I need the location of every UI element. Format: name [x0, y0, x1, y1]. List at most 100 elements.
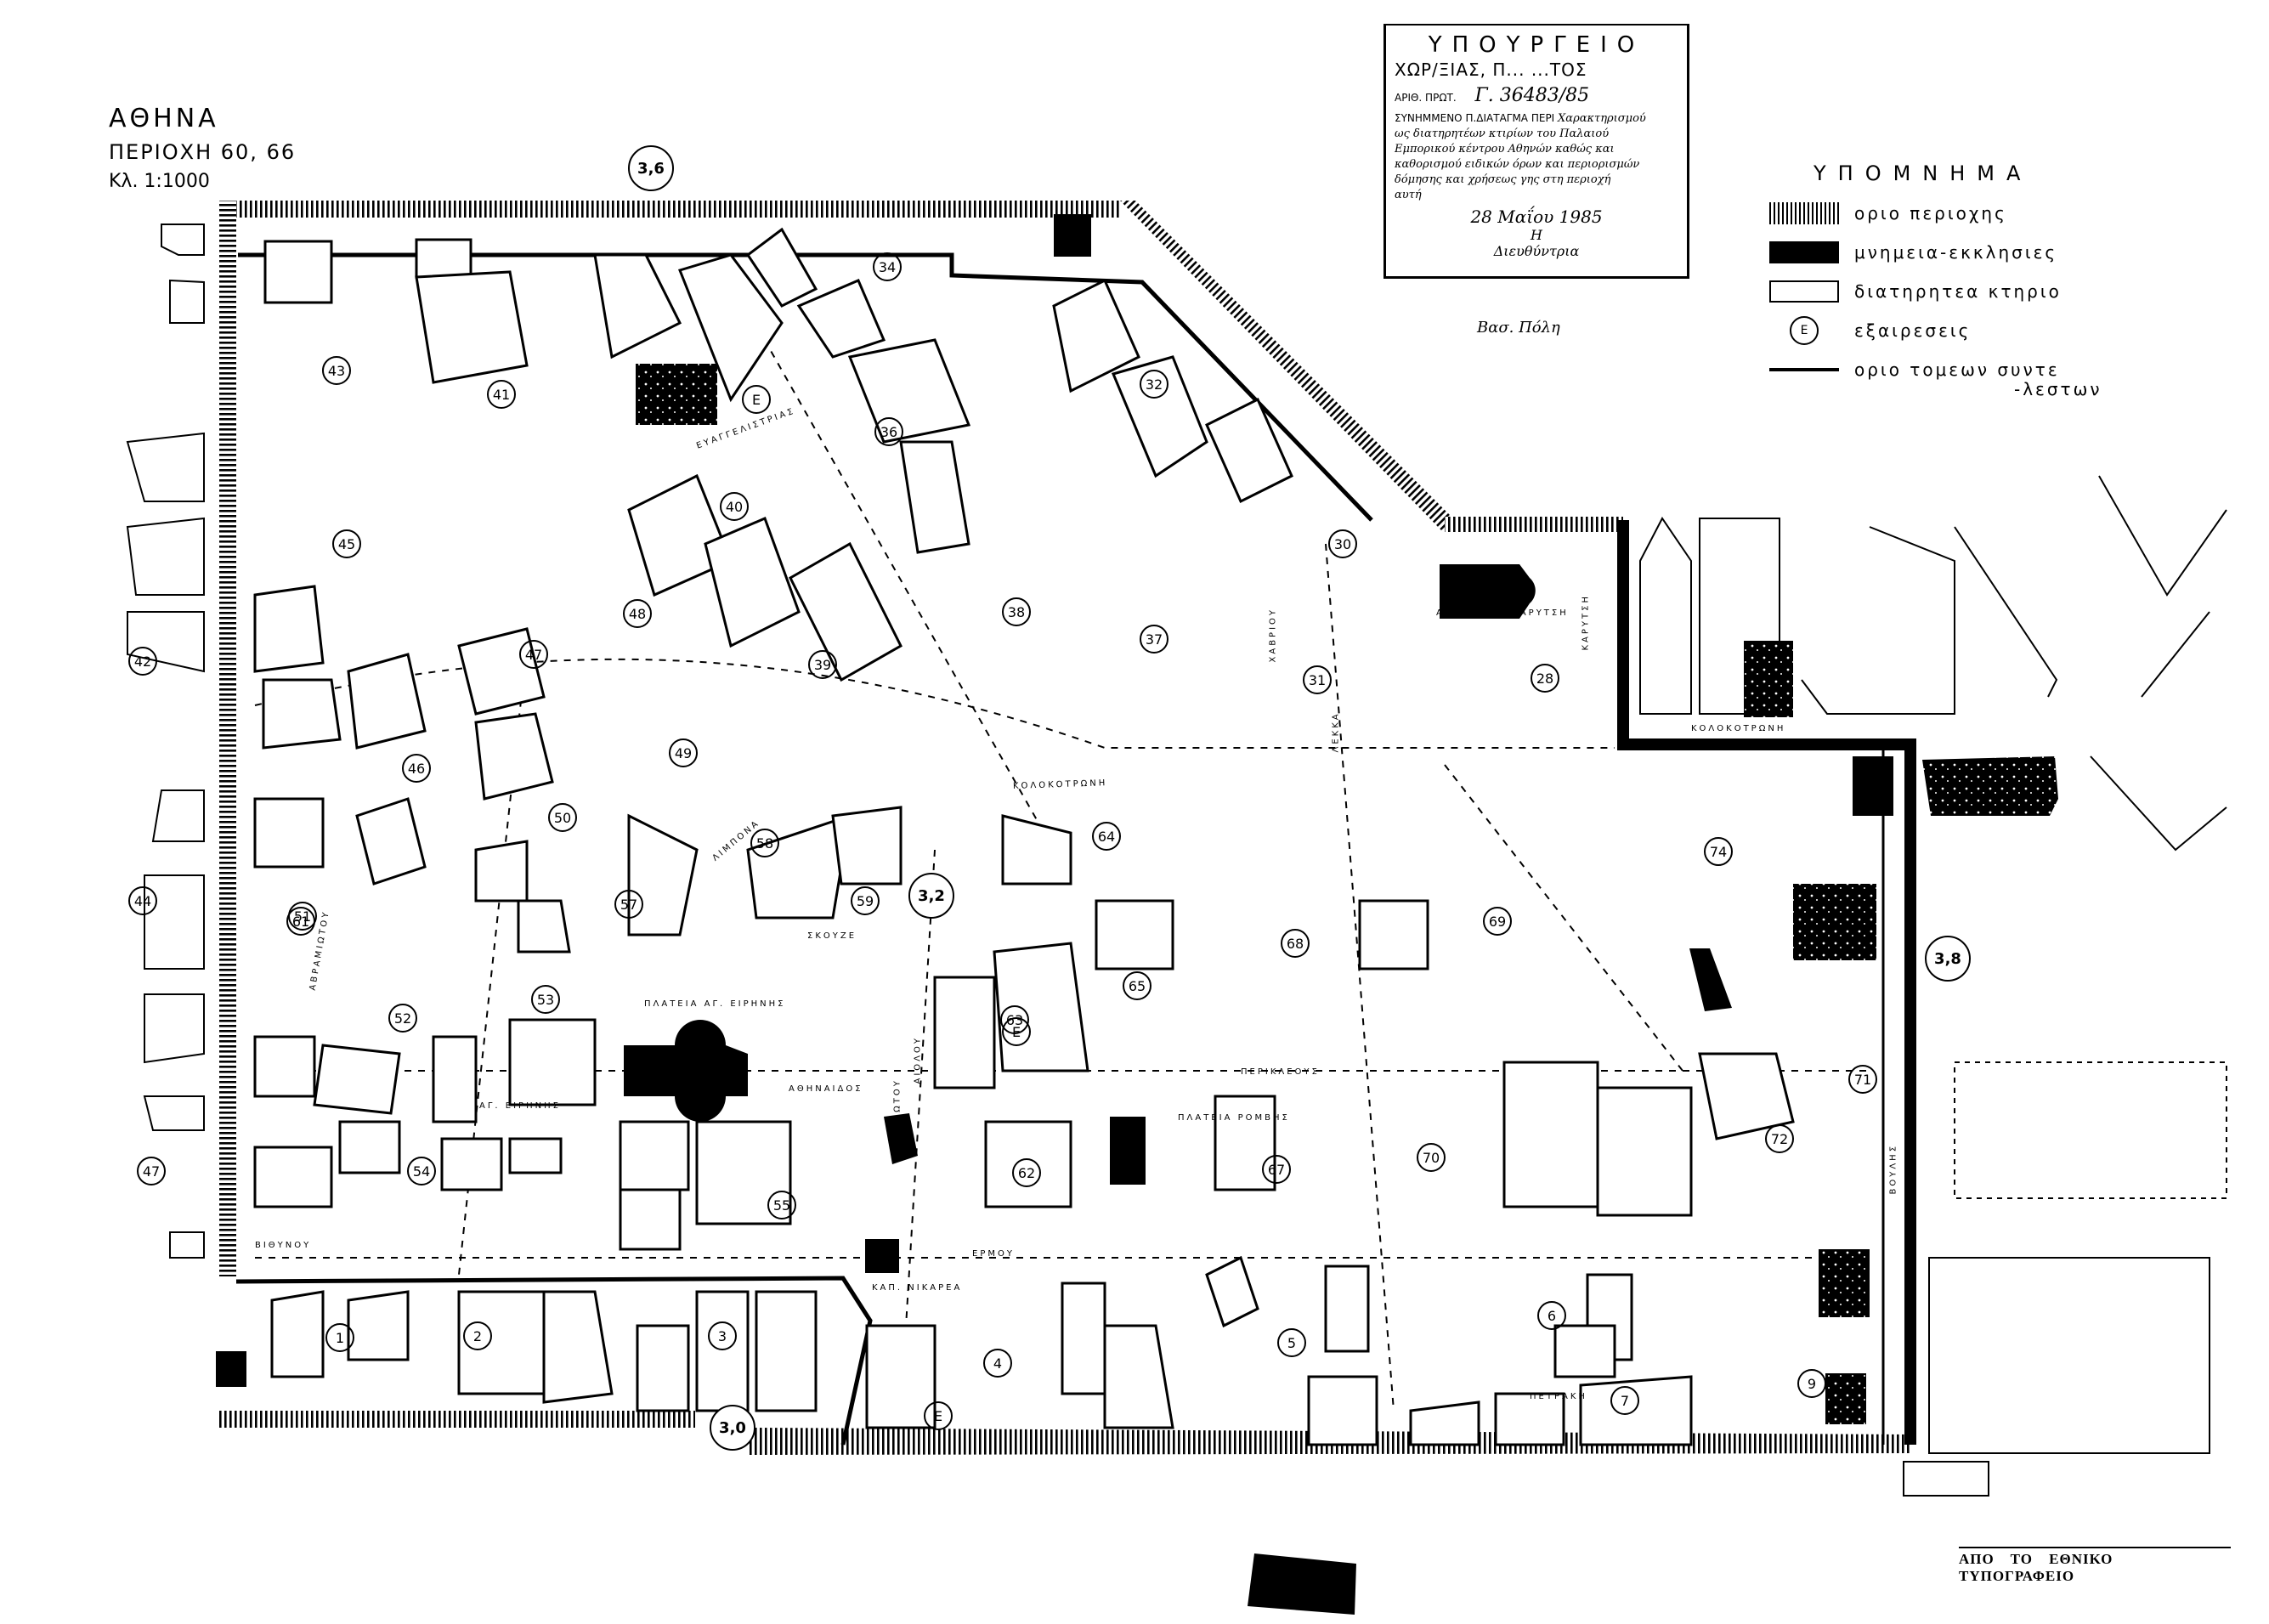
- stamp-signature-prefix: Η: [1531, 227, 1542, 243]
- stamp-signature-title: Διευθύντρια: [1493, 243, 1580, 259]
- block-number: 52: [388, 1004, 417, 1033]
- block-number: 54: [407, 1157, 436, 1185]
- stamp-protocol-label: ΑΡΙΘ. ΠΡΩΤ.: [1395, 92, 1457, 104]
- street-label: ΚΟΛΟΚΟΤΡΩΝΗ: [1691, 724, 1786, 733]
- street-label: ΚΑΛΑΜΙΩΤΟΥ: [892, 1078, 903, 1161]
- monuments-churches: [216, 214, 2058, 1615]
- block-number: 67: [1262, 1155, 1291, 1184]
- outside-blocks-west: [126, 224, 205, 1259]
- street-label: ΠΛΑΤΕΙΑ ΑΓ. ΕΙΡΗΝΗΣ: [644, 999, 786, 1009]
- exception-marker: Ε: [1002, 1017, 1031, 1046]
- outside-blocks-east: [1639, 475, 2227, 1497]
- legend-item-preserved: διατηρητεα κτηριο: [1769, 272, 2102, 311]
- street-label: ΑΓ. ΕΙΡΗΝΗΣ: [479, 1101, 561, 1111]
- area-boundary: [219, 201, 1912, 1455]
- block-number: 72: [1765, 1124, 1794, 1153]
- block-number: 74: [1704, 837, 1733, 866]
- block-number: 5: [1277, 1328, 1306, 1357]
- legend-label: διατηρητεα κτηριο: [1854, 281, 2062, 302]
- exception-marker: Ε: [742, 385, 771, 414]
- monument-plateia-romvis: [1110, 1117, 1146, 1185]
- block-number: 57: [614, 890, 643, 919]
- monument-voulis-mid: [1793, 884, 1876, 960]
- monument-north: [1054, 214, 1091, 257]
- exception-marker: Ε: [924, 1401, 953, 1430]
- block-number: 32: [1140, 370, 1168, 399]
- block-number: 43: [322, 356, 351, 385]
- block-number: 3: [708, 1321, 737, 1350]
- monument-voulis-south: [1819, 1249, 1870, 1317]
- church-kapnikarea: [865, 1239, 899, 1273]
- map-scale: Κλ. 1:1000: [109, 171, 210, 192]
- monument-east: [1922, 756, 2058, 816]
- street-label: ΒΙΘΥΝΟΥ: [255, 1241, 312, 1250]
- hatched-boundary-icon: [1769, 202, 1839, 224]
- block-number: 39: [808, 650, 837, 679]
- street-label: ΣΚΟΥΖΕ: [807, 931, 857, 941]
- sector-coefficient-label: 3,2: [908, 873, 954, 919]
- block-number: 59: [851, 886, 880, 915]
- legend-item-monuments: μνημεια-εκκλησιες: [1769, 233, 2102, 272]
- block-number: 37: [1140, 625, 1168, 654]
- block-number: 49: [669, 738, 698, 767]
- block-number: 38: [1002, 597, 1031, 626]
- block-number: 2: [463, 1321, 492, 1350]
- block-number: 65: [1123, 971, 1151, 1000]
- stamp-subject-line: δόμησης και χρήσεως γης στη περιοχή: [1395, 173, 1611, 186]
- monument-west-outside: [216, 1351, 246, 1387]
- street-label: ΠΕΤΡΑΚΗ: [1530, 1392, 1587, 1401]
- block-number: 62: [1012, 1158, 1041, 1187]
- block-number: 58: [750, 829, 779, 857]
- block-number: 36: [874, 417, 903, 446]
- street-label: ΕΡΜΟΥ: [972, 1249, 1015, 1259]
- map-title-block: ΑΘΗΝΑ ΠΕΡΙΟΧΗ 60, 66 Κλ. 1:1000: [109, 104, 296, 192]
- block-number: 46: [402, 754, 431, 783]
- church-ag-georgios-karytsi: [1440, 564, 1536, 619]
- printer-credit: ΑΠΟ ΤΟ ΕΘΝΙΚΟ ΤΥΠΟΓΡΑΦΕΙΟ: [1959, 1547, 2231, 1585]
- block-number: 31: [1303, 665, 1332, 694]
- block-number: 45: [332, 529, 361, 558]
- block-number: 47: [137, 1157, 166, 1185]
- block-number: 7: [1610, 1386, 1639, 1415]
- block-number: 70: [1417, 1143, 1446, 1172]
- street-label: ΛΕΚΚΑ: [1331, 711, 1341, 753]
- block-number: 4: [983, 1349, 1012, 1378]
- block-number: 1: [325, 1323, 354, 1352]
- block-number: 41: [487, 380, 516, 409]
- stamp-subject-line: ως διατηρητέων κτιρίων του Παλαιού: [1395, 127, 1610, 140]
- block-number: 48: [623, 599, 652, 628]
- block-number: 53: [531, 985, 560, 1014]
- block-number: 50: [548, 803, 577, 832]
- stamp-attached-label: ΣΥΝΗΜΜΕΝΟ Π.ΔΙΑΤΑΓΜΑ ΠΕΡΙ: [1395, 112, 1555, 124]
- legend-item-area-boundary: οριο περιοχης: [1769, 194, 2102, 233]
- street-label: ΑΓ. ΓΕΩΡΓ. ΚΑΡΥΤΣΗ: [1436, 608, 1569, 618]
- ministry-stamp: ΥΠΟΥΡΓΕΙΟ ΧΩΡ/ΞΙΑΣ, Π... ...ΤΟΣ ΑΡΙΘ. ΠΡ…: [1383, 24, 1689, 279]
- street-label: ΑΙΟΛΟΥ: [913, 1036, 923, 1084]
- block-number: 55: [767, 1191, 796, 1219]
- legend-item-exceptions: Ε εξαιρεσεις: [1769, 311, 2102, 350]
- stamp-protocol-number: Γ. 36483/85: [1474, 85, 1590, 106]
- stamp-header: ΥΠΟΥΡΓΕΙΟ: [1428, 32, 1645, 58]
- legend-label: εξαιρεσεις: [1854, 320, 1972, 341]
- handwritten-note: Βασ. Πόλη: [1477, 319, 1560, 337]
- monument-voulis-north: [1853, 756, 1893, 816]
- monument-voulis-south2: [1825, 1373, 1866, 1424]
- area-subtitle: ΠΕΡΙΟΧΗ 60, 66: [109, 140, 297, 164]
- monument-small: [884, 1113, 918, 1164]
- block-number: 61: [286, 907, 315, 936]
- stamp-protocol-row: ΑΡΙΘ. ΠΡΩΤ. Γ. 36483/85: [1395, 85, 1678, 106]
- block-number: 34: [873, 252, 902, 281]
- legend-label-continuation: -λεστων: [2014, 379, 2102, 399]
- street-label: ΧΑΒΡΙΟΥ: [1268, 607, 1278, 663]
- thick-line-icon: [1769, 359, 1839, 381]
- sector-coefficient-label: 3,6: [628, 145, 674, 191]
- legend: ΥΠΟΜΝΗΜΑ οριο περιοχης μνημεια-εκκλησιες…: [1769, 161, 2102, 399]
- sector-boundaries: [235, 252, 1916, 1446]
- city-title: ΑΘΗΝΑ: [109, 104, 219, 133]
- block-number: 44: [128, 886, 157, 915]
- block-number: 71: [1848, 1065, 1877, 1094]
- monument-south-outside: [1248, 1553, 1356, 1615]
- sector-coefficient-label: 3,8: [1925, 936, 1971, 982]
- block-number: 69: [1483, 907, 1512, 936]
